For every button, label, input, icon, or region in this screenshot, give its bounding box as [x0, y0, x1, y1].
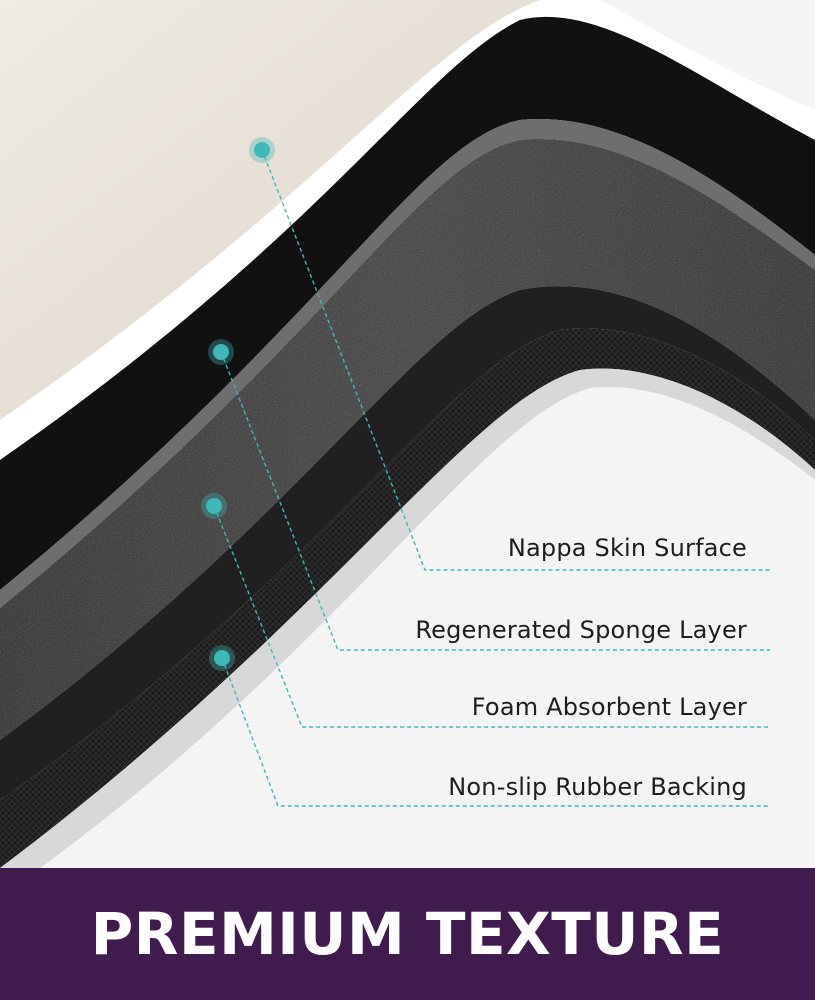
foam-layer-shape: [0, 286, 815, 800]
label-nappa-skin-surface: Nappa Skin Surface: [507, 534, 747, 562]
top-black-layer-shape: [0, 16, 815, 591]
callout-markers: [201, 137, 275, 671]
label-non-slip-rubber-backing: Non-slip Rubber Backing: [448, 773, 747, 801]
label-foam-absorbent-layer: Foam Absorbent Layer: [471, 693, 747, 721]
rubber-backing-shape: [0, 328, 815, 868]
layer-diagram: Nappa Skin Surface Regenerated Sponge La…: [0, 0, 815, 868]
leader-lines: [213, 149, 770, 807]
bottom-banner: PREMIUM TEXTURE: [0, 868, 815, 1000]
nappa-surface-shape: [0, 0, 540, 420]
banner-title: PREMIUM TEXTURE: [90, 900, 725, 968]
mat-cross-section-illustration: [0, 0, 815, 868]
label-regenerated-sponge-layer: Regenerated Sponge Layer: [415, 616, 747, 644]
